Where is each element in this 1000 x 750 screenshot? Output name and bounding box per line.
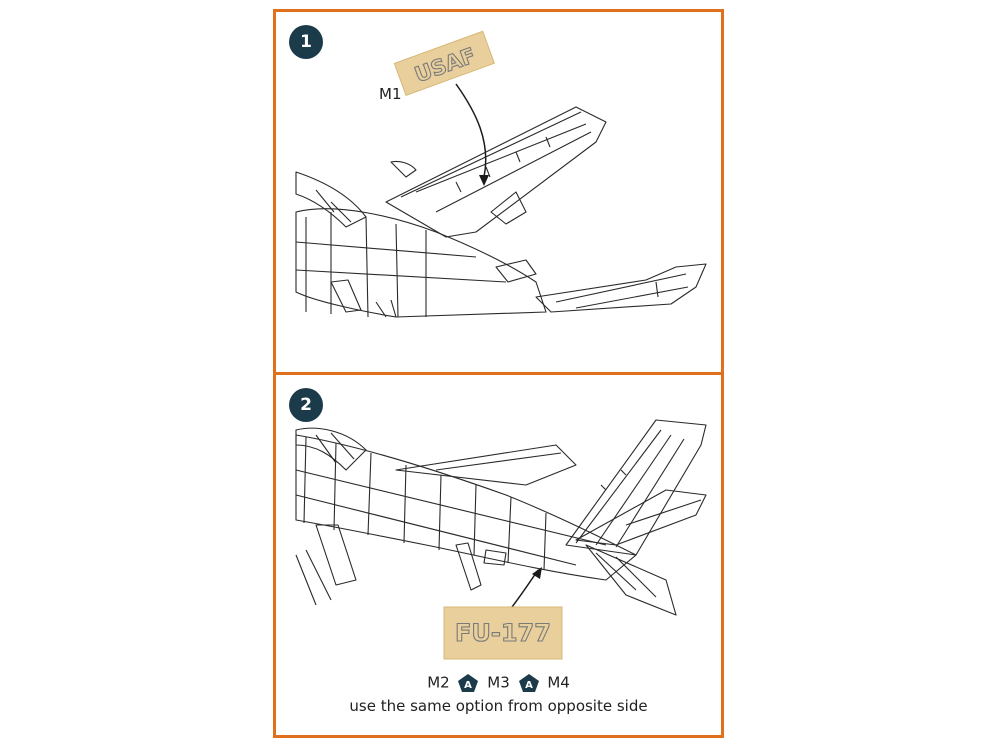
usaf-decal: USAF [393,30,495,97]
option-pentagon-icon: A [458,674,479,692]
pointer-arrow-icon [479,175,489,186]
step-1-badge: 1 [289,25,323,59]
step-1-number: 1 [300,32,312,52]
pointer-arrow-icon-2 [532,567,542,579]
opposite-side-note: use the same option from opposite side [349,697,648,715]
marking-options: M2 A M3 A M4 [276,673,721,693]
marking-label-m3: M3 [487,673,510,692]
option-pentagon-icon-2: A [518,674,539,692]
step-2-number: 2 [300,395,312,415]
fu177-decal: FU-177 [443,606,563,660]
step-2-badge: 2 [289,388,323,422]
step-2-panel: 2 [273,372,724,738]
option-a-label-2: A [525,680,533,691]
step-2-illustration: FU-177 [295,419,707,660]
marking-label-m2: M2 [427,673,450,692]
step-1-panel: 1 [273,9,724,375]
step-1-illustration: USAF [295,30,707,318]
option-a-label-1: A [465,680,473,691]
marking-label-m1: M1 [379,85,402,103]
marking-label-m4: M4 [547,673,570,692]
fu177-decal-text: FU-177 [455,619,551,647]
